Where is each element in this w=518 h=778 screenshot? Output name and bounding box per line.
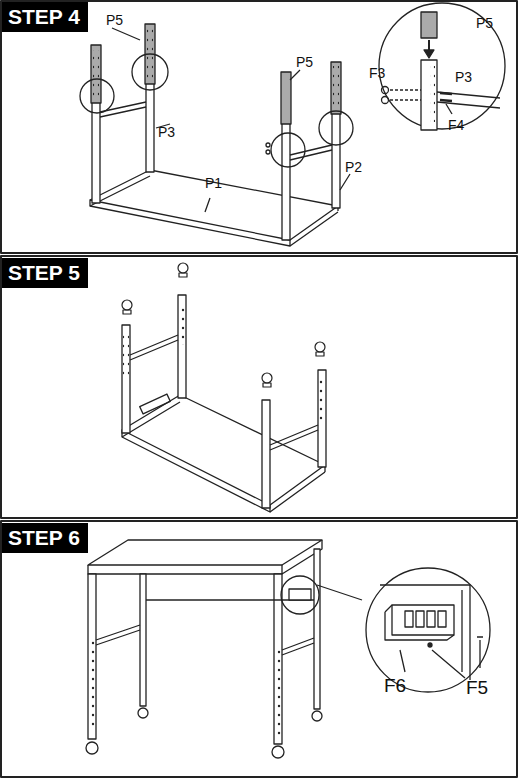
part-label: F6 bbox=[384, 676, 406, 695]
part-label: P3 bbox=[158, 125, 175, 139]
part-label: P2 bbox=[345, 160, 362, 174]
part-label: P1 bbox=[205, 176, 222, 190]
step-title: STEP 4 bbox=[8, 5, 80, 28]
part-label: F4 bbox=[448, 118, 464, 132]
part-label: P3 bbox=[455, 70, 472, 84]
step-banner: STEP 6 bbox=[2, 523, 88, 553]
part-label: P5 bbox=[296, 55, 313, 69]
step-banner: STEP 4 bbox=[2, 2, 88, 32]
table-step6 bbox=[86, 540, 490, 758]
step-title: STEP 5 bbox=[8, 261, 80, 284]
step-title: STEP 6 bbox=[8, 526, 80, 549]
detail-inset bbox=[379, 3, 505, 130]
part-label: P5 bbox=[476, 16, 493, 30]
part-label: F5 bbox=[466, 678, 488, 697]
frame-step4 bbox=[80, 24, 353, 246]
part-label: P5 bbox=[106, 13, 123, 27]
step-banner: STEP 5 bbox=[2, 258, 88, 288]
frame-step5 bbox=[122, 263, 326, 512]
part-label: F3 bbox=[369, 66, 385, 80]
